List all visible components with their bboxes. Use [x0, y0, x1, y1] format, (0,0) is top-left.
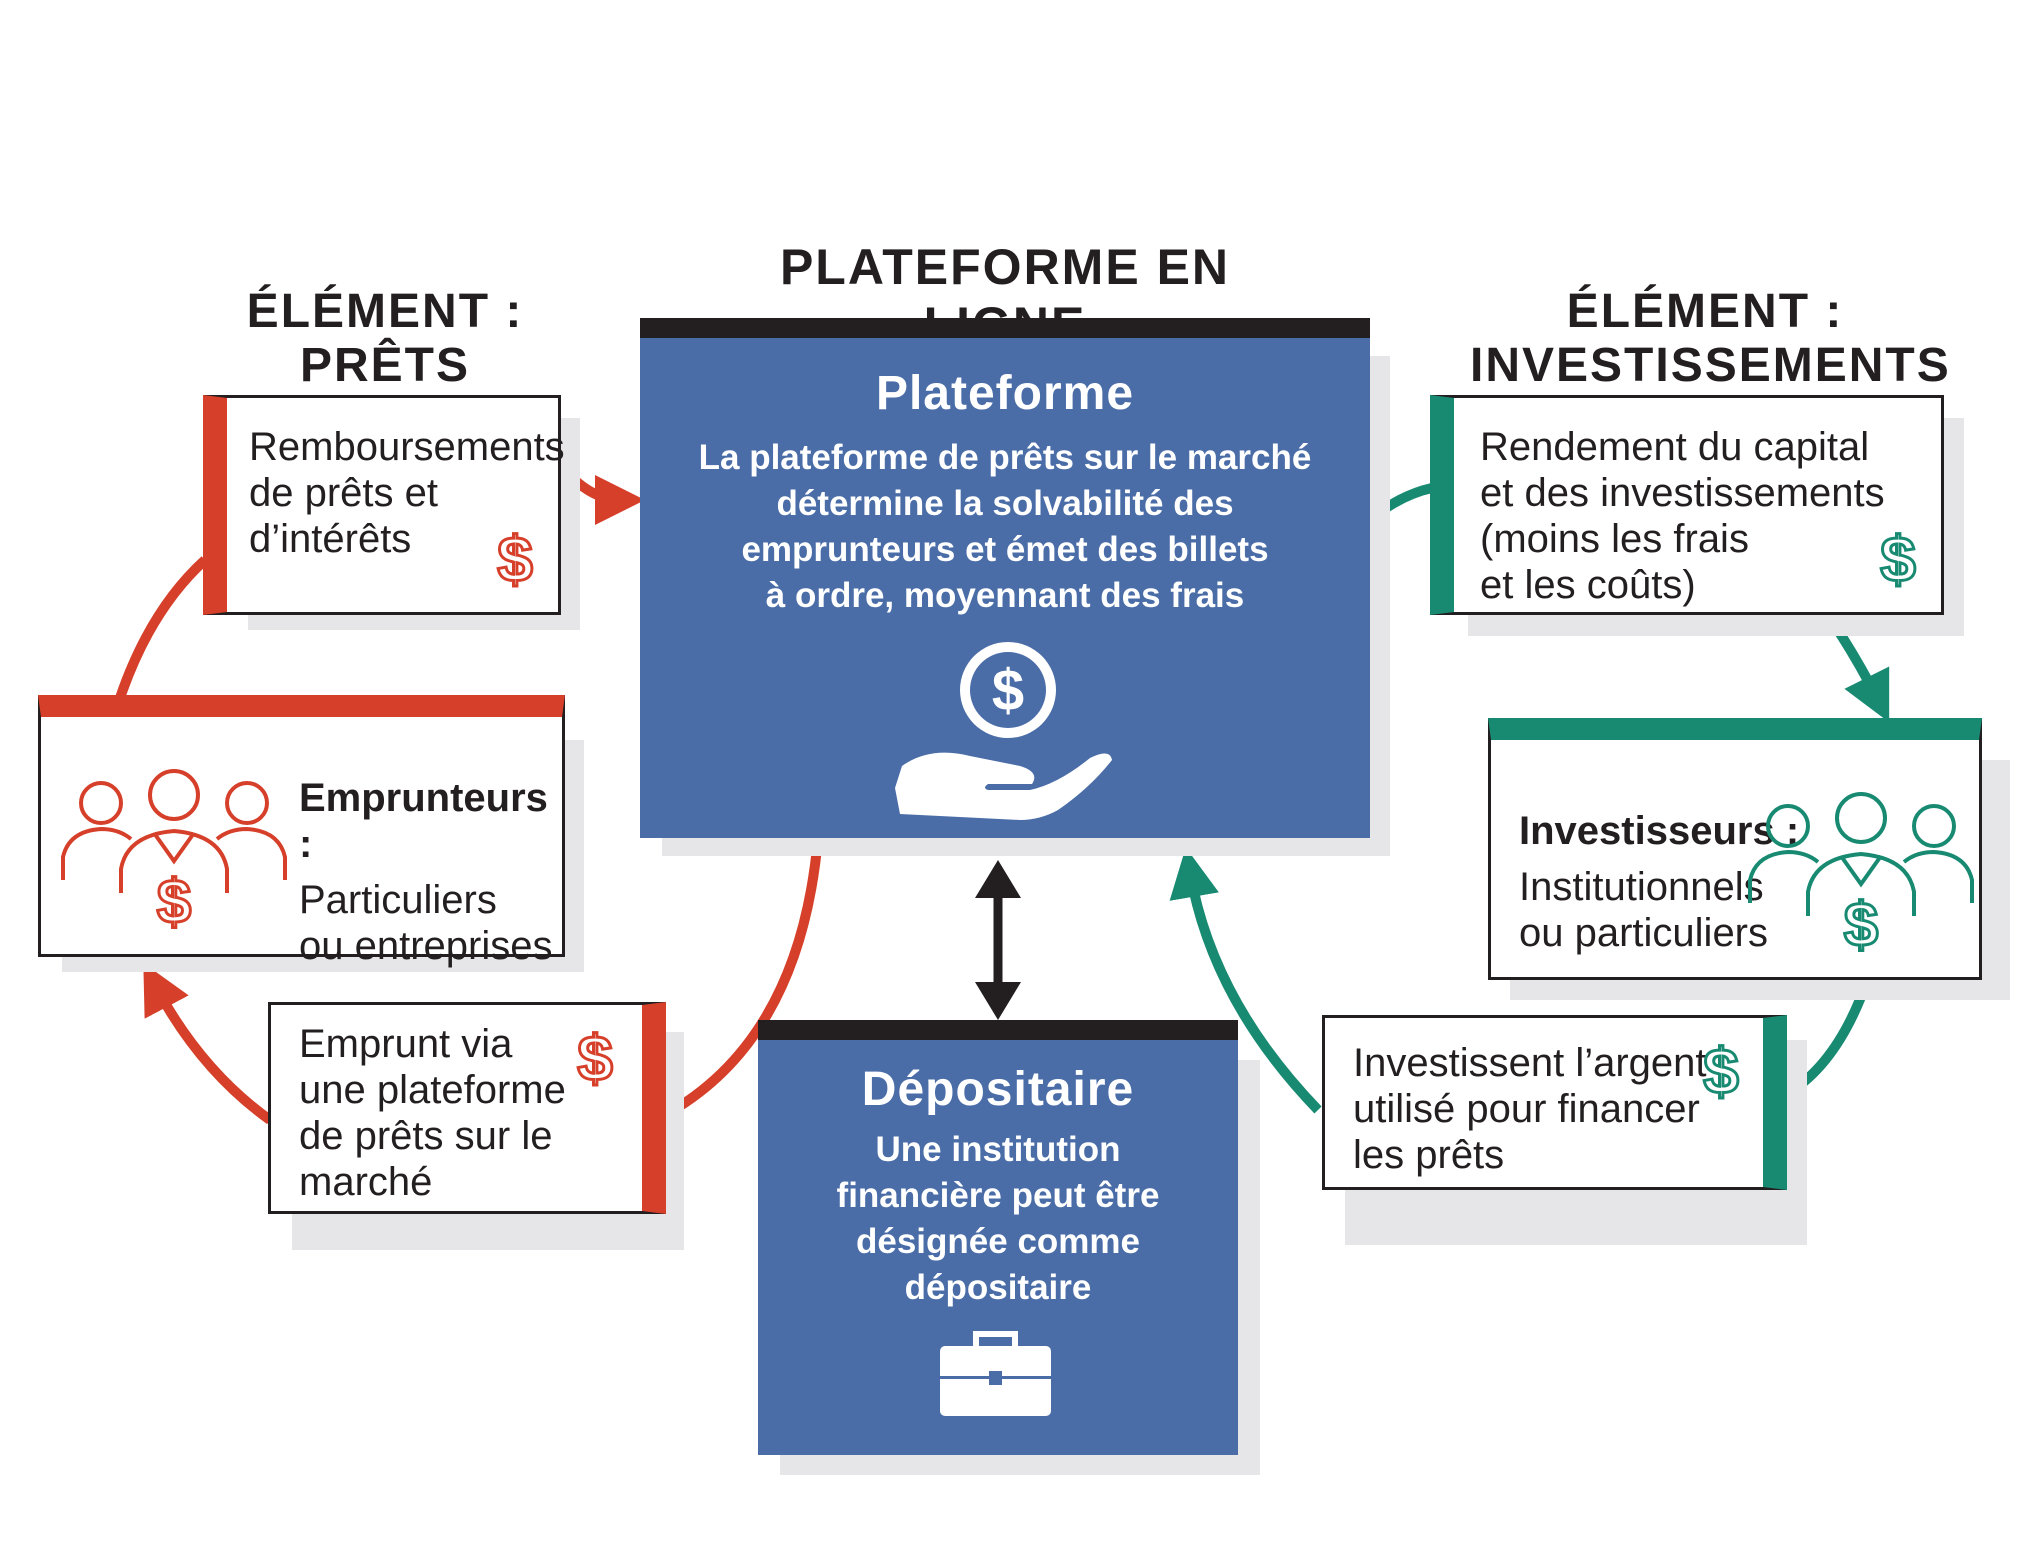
heading-loans-line2: PRÊTS — [299, 339, 471, 392]
briefcase-icon — [940, 1331, 1051, 1416]
platform-desc-line: La plateforme de prêts sur le marché — [698, 438, 1312, 477]
svg-text:$: $ — [992, 658, 1024, 723]
returns-line: et les coûts) — [1480, 563, 1696, 607]
borrowing-line: Emprunt via — [299, 1022, 513, 1066]
svg-text:$: $ — [577, 1025, 613, 1087]
platform-top-bar — [640, 318, 1370, 338]
repayments-text: Remboursements de prêts et d’intérêts — [249, 424, 565, 562]
platform-desc-line: à ordre, moyennant des frais — [765, 576, 1245, 615]
investing-text: Investissent l’argent utilisé pour finan… — [1353, 1040, 1707, 1178]
dollar-icon: $ — [576, 1025, 615, 1087]
investors-line: Institutionnels — [1519, 865, 1764, 909]
borrowers-label: Emprunteurs : — [299, 776, 548, 866]
platform-description: La plateforme de prêts sur le marché dét… — [640, 435, 1370, 619]
people-dollar-icon: $ — [61, 769, 287, 930]
dollar-icon: $ — [496, 526, 535, 588]
platform-title: Plateforme — [875, 367, 1135, 420]
borrowers-line: Particuliers — [299, 878, 497, 922]
platform-desc-line: emprunteurs et émet des billets — [741, 530, 1269, 569]
svg-text:$: $ — [157, 868, 191, 930]
investors-label: Investisseurs : — [1519, 809, 1800, 853]
svg-text:$: $ — [1880, 526, 1916, 588]
arrow-borrowing-to-borrowers — [143, 962, 273, 1125]
investing-line: les prêts — [1353, 1133, 1505, 1177]
hand-holding-dollar-icon: $ — [895, 642, 1112, 820]
investors-text: Investisseurs : Institutionnels ou parti… — [1519, 808, 1799, 956]
returns-box: Rendement du capital et des investisseme… — [1430, 395, 1944, 615]
svg-text:$: $ — [1703, 1038, 1739, 1100]
custodian-desc-line: dépositaire — [904, 1268, 1092, 1307]
investing-line: Investissent l’argent — [1353, 1041, 1707, 1085]
platform-box: Plateforme La plateforme de prêts sur le… — [640, 338, 1370, 838]
heading-investments-line2: INVESTISSEMENTS — [1470, 339, 1951, 392]
heading-loans: ÉLÉMENT : PRÊTS — [220, 285, 550, 393]
borrowers-line: ou entreprises — [299, 924, 553, 968]
dollar-icon: $ — [1879, 526, 1918, 588]
custodian-desc-line: Une institution — [875, 1130, 1121, 1169]
custodian-title: Dépositaire — [861, 1063, 1135, 1116]
dollar-icon: $ — [1702, 1038, 1741, 1100]
returns-line: Rendement du capital — [1480, 425, 1870, 469]
svg-text:$: $ — [497, 526, 533, 588]
borrowing-box: Emprunt via une plateforme de prêts sur … — [268, 1002, 666, 1214]
investors-line: ou particuliers — [1519, 911, 1769, 955]
arrow-investing-to-platform — [1169, 847, 1322, 1114]
arc-platform-to-borrowing — [662, 837, 823, 1120]
repayments-line: Remboursements — [249, 425, 565, 469]
arc-borrowers-to-repayments — [115, 556, 209, 700]
returns-line: (moins les frais — [1480, 517, 1749, 561]
repayments-line: d’intérêts — [249, 517, 412, 561]
custodian-box: Dépositaire Une institution financière p… — [758, 1040, 1238, 1455]
custodian-desc-line: désignée comme — [856, 1222, 1140, 1261]
people-dollar-icon: $ — [1748, 792, 1974, 953]
borrowing-line: de prêts sur le — [299, 1114, 553, 1158]
borrowers-text: Emprunteurs : Particuliers ou entreprise… — [299, 775, 562, 969]
returns-text: Rendement du capital et des investisseme… — [1480, 424, 1885, 608]
repayments-box: Remboursements de prêts et d’intérêts $ — [203, 395, 565, 615]
borrowers-box: $ Emprunteurs : Particuliers ou entrepri… — [38, 695, 565, 968]
borrowing-text: Emprunt via une plateforme de prêts sur … — [299, 1021, 566, 1205]
returns-line: et des investissements — [1480, 471, 1885, 515]
custodian-top-bar — [758, 1020, 1238, 1040]
custodian-description: Une institution financière peut être dés… — [758, 1127, 1238, 1311]
investors-box: Investisseurs : Institutionnels ou parti… — [1488, 718, 1982, 980]
svg-text:$: $ — [1844, 891, 1878, 953]
borrowing-line: marché — [299, 1160, 433, 1204]
investing-box: Investissent l’argent utilisé pour finan… — [1322, 1015, 1787, 1190]
borrowing-line: une plateforme — [299, 1068, 566, 1112]
heading-investments-line1: ÉLÉMENT : — [1566, 285, 1844, 338]
heading-investments: ÉLÉMENT : INVESTISSEMENTS — [1470, 285, 1951, 393]
heading-loans-line1: ÉLÉMENT : — [246, 285, 524, 338]
custodian-desc-line: financière peut être — [836, 1176, 1160, 1215]
repayments-line: de prêts et — [249, 471, 439, 515]
platform-desc-line: détermine la solvabilité des — [776, 484, 1234, 523]
investing-line: utilisé pour financer — [1353, 1087, 1700, 1131]
